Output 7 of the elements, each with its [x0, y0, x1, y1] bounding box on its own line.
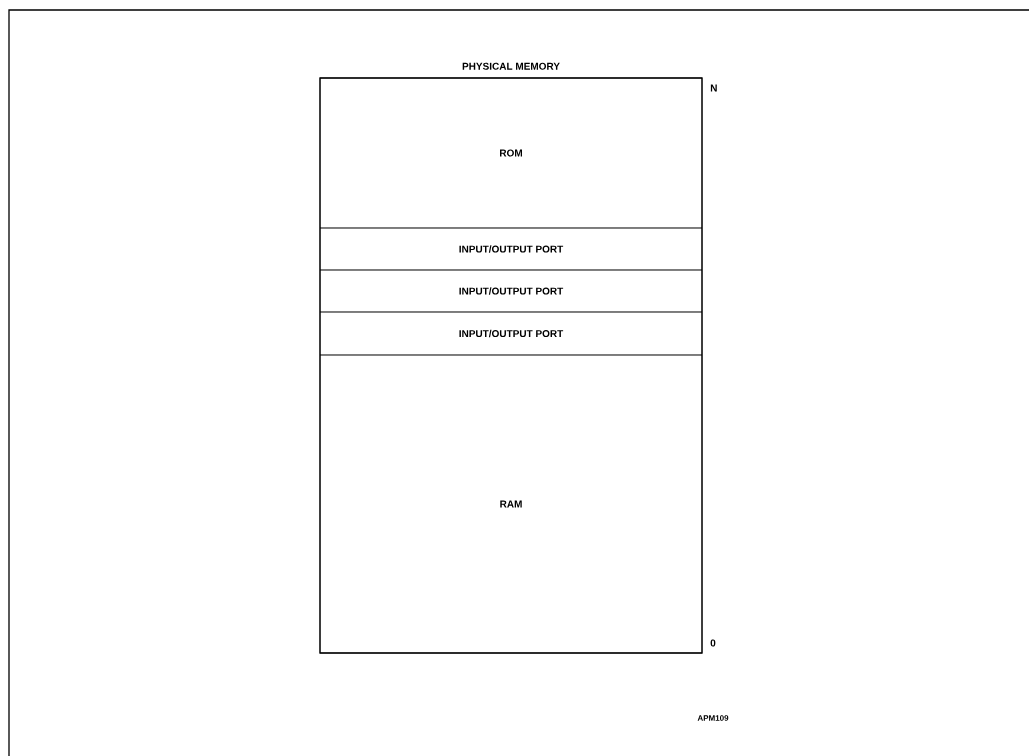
figure-code: APM109 — [697, 715, 729, 721]
node-label: PHYSICAL MEMORY — [462, 62, 560, 70]
memory-region: INPUT/OUTPUT PORT — [319, 311, 703, 356]
memory-region: ROM — [319, 77, 703, 229]
memory-region: RAM — [319, 354, 703, 654]
memory-region: INPUT/OUTPUT PORT — [319, 269, 703, 313]
memory-region: INPUT/OUTPUT PORT — [319, 227, 703, 271]
